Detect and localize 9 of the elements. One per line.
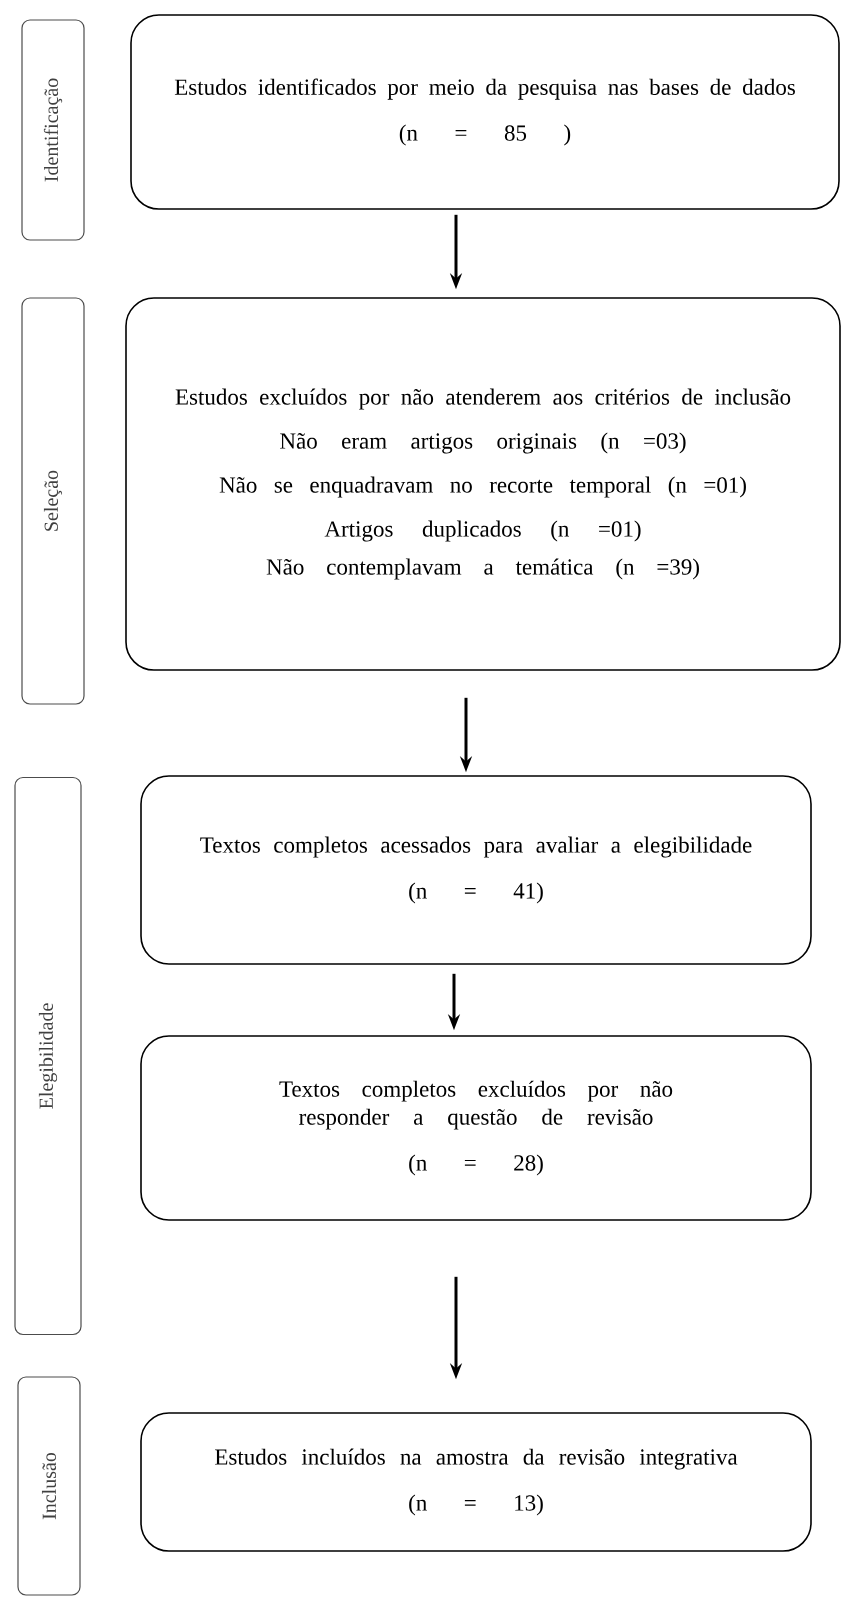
stage-label-box: Seleção bbox=[21, 297, 85, 705]
stage-label-box: Identificação bbox=[21, 19, 85, 241]
stage-label-box: Inclusão bbox=[17, 1376, 81, 1596]
stage-label-box: Elegibilidade bbox=[14, 776, 82, 1336]
process-box: Estudos incluídos na amostra da revisão integrativa (n = 13) bbox=[140, 1412, 812, 1552]
process-box: Textos completos excluídos por não responder a questão de revisão (n = 28) bbox=[140, 1035, 812, 1221]
process-box: Estudos identificados por meio da pesquisa nas bases de dados (n = 85 ) bbox=[130, 14, 840, 210]
process-box: Textos completos acessados para avaliar a elegibilidade (n = 41) bbox=[140, 775, 812, 965]
process-box: Estudos excluídos por não atenderem aos critérios de inclusão Não eram artigos originais (n =03) Não se enquadravam no recorte temporal (n =01) Artigos duplicados (n =01) Não contemplavam a temática (n =39) bbox=[125, 297, 841, 671]
